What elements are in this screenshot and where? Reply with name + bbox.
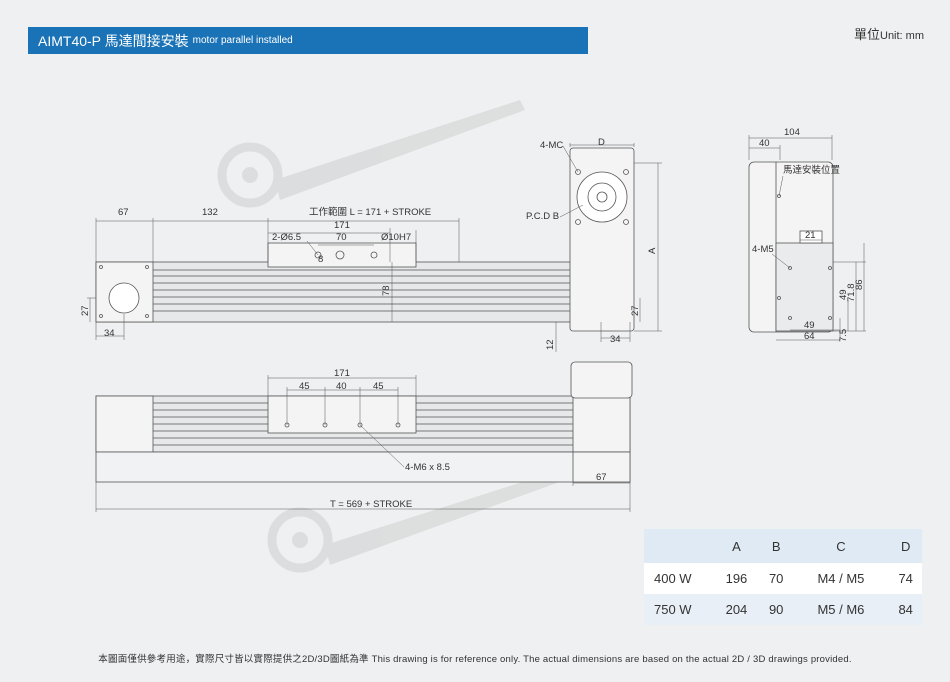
dim-70: 70 xyxy=(336,232,347,243)
top-view xyxy=(95,361,633,512)
dim-67: 67 xyxy=(118,207,129,218)
page-title: AIMT40-P 馬達間接安裝 xyxy=(38,32,189,49)
dim-27-left: 27 xyxy=(80,305,91,316)
dim-7-5: 7.5 xyxy=(838,329,849,342)
dim-27-right: 27 xyxy=(630,305,641,316)
dim-49-vertical: 49 xyxy=(838,289,849,300)
dim-40: 40 xyxy=(759,138,770,149)
table-cell: 750 W xyxy=(644,594,713,625)
table-header-row: A B C D xyxy=(644,529,922,563)
table-cell: M5 / M6 xyxy=(792,594,890,625)
side-view-labels: 104 40 馬達安裝位置 21 4-M5 49 71.8 86 49 64 7… xyxy=(752,127,865,342)
motor-screws-label: 4-MC xyxy=(540,140,563,151)
dim-34-left: 34 xyxy=(104,328,115,339)
total-length-label: T = 569 + STROKE xyxy=(330,499,412,510)
dim-a: A xyxy=(647,247,658,254)
page-subtitle: motor parallel installed xyxy=(192,35,293,46)
dim-67-top: 67 xyxy=(596,472,607,483)
dim-12: 12 xyxy=(545,339,556,350)
dim-86: 86 xyxy=(854,279,865,290)
front-view-labels: 67 132 工作範圍 L = 171 + STROKE 171 2-Ø6.5 … xyxy=(80,137,658,350)
pcd-label: P.C.D B xyxy=(526,211,559,222)
motor-position-label: 馬達安裝位置 xyxy=(783,164,840,176)
top-view-labels: 171 45 40 45 4-M6 x 8.5 67 T = 569 + STR… xyxy=(299,368,607,510)
unit-en: Unit: mm xyxy=(880,30,924,42)
spec-table: A B C D 400 W 196 70 M4 / M5 74 750 W 20… xyxy=(644,529,922,625)
table-header-d: D xyxy=(889,529,922,563)
table-cell: M4 / M5 xyxy=(792,563,890,594)
dim-34-right: 34 xyxy=(610,334,621,345)
table-header-cell xyxy=(644,529,713,563)
screw-m6-label: 4-M6 x 8.5 xyxy=(405,462,450,473)
table-cell: 70 xyxy=(759,563,793,594)
table-cell: 204 xyxy=(713,594,760,625)
table-cell: 196 xyxy=(713,563,760,594)
table-row: 750 W 204 90 M5 / M6 84 xyxy=(644,594,922,625)
footer-note: 本圖面僅供參考用途，實際尺寸皆以實際提供之2D/3D圖紙為準 This draw… xyxy=(98,654,852,665)
dim-21: 21 xyxy=(805,230,816,241)
unit-zh: 單位 xyxy=(853,27,880,42)
dim-8: 8 xyxy=(318,254,323,265)
dim-d: D xyxy=(598,137,605,148)
dim-45-b: 45 xyxy=(373,381,384,392)
dim-40-top: 40 xyxy=(336,381,347,392)
dim-104: 104 xyxy=(784,127,800,138)
dim-71-8: 71.8 xyxy=(846,284,857,303)
table-cell: 90 xyxy=(759,594,793,625)
travel-range-label: 工作範圍 L = 171 + STROKE xyxy=(309,206,431,218)
dim-49-horizontal: 49 xyxy=(804,320,815,331)
title-bar: AIMT40-P 馬達間接安裝 motor parallel installed xyxy=(28,27,588,54)
table-header-c: C xyxy=(792,529,890,563)
pin-hole-label: Ø10H7 xyxy=(381,232,411,243)
table-header-a: A xyxy=(713,529,760,563)
table-cell: 84 xyxy=(889,594,922,625)
screw-m5-label: 4-M5 xyxy=(752,244,774,255)
table-cell: 74 xyxy=(889,563,922,594)
table-header-b: B xyxy=(759,529,793,563)
table-cell: 400 W xyxy=(644,563,713,594)
side-view xyxy=(748,135,866,341)
dim-64: 64 xyxy=(804,331,815,342)
front-view xyxy=(87,143,662,352)
dim-171: 171 xyxy=(334,220,350,231)
holes-label: 2-Ø6.5 xyxy=(272,232,301,243)
unit-label: 單位Unit: mm xyxy=(854,24,924,43)
watermark-logo xyxy=(217,100,565,573)
dim-171-top: 171 xyxy=(334,368,350,379)
dim-78: 78 xyxy=(381,285,392,296)
table-row: 400 W 196 70 M4 / M5 74 xyxy=(644,563,922,594)
dim-45-a: 45 xyxy=(299,381,310,392)
dim-132: 132 xyxy=(202,207,218,218)
